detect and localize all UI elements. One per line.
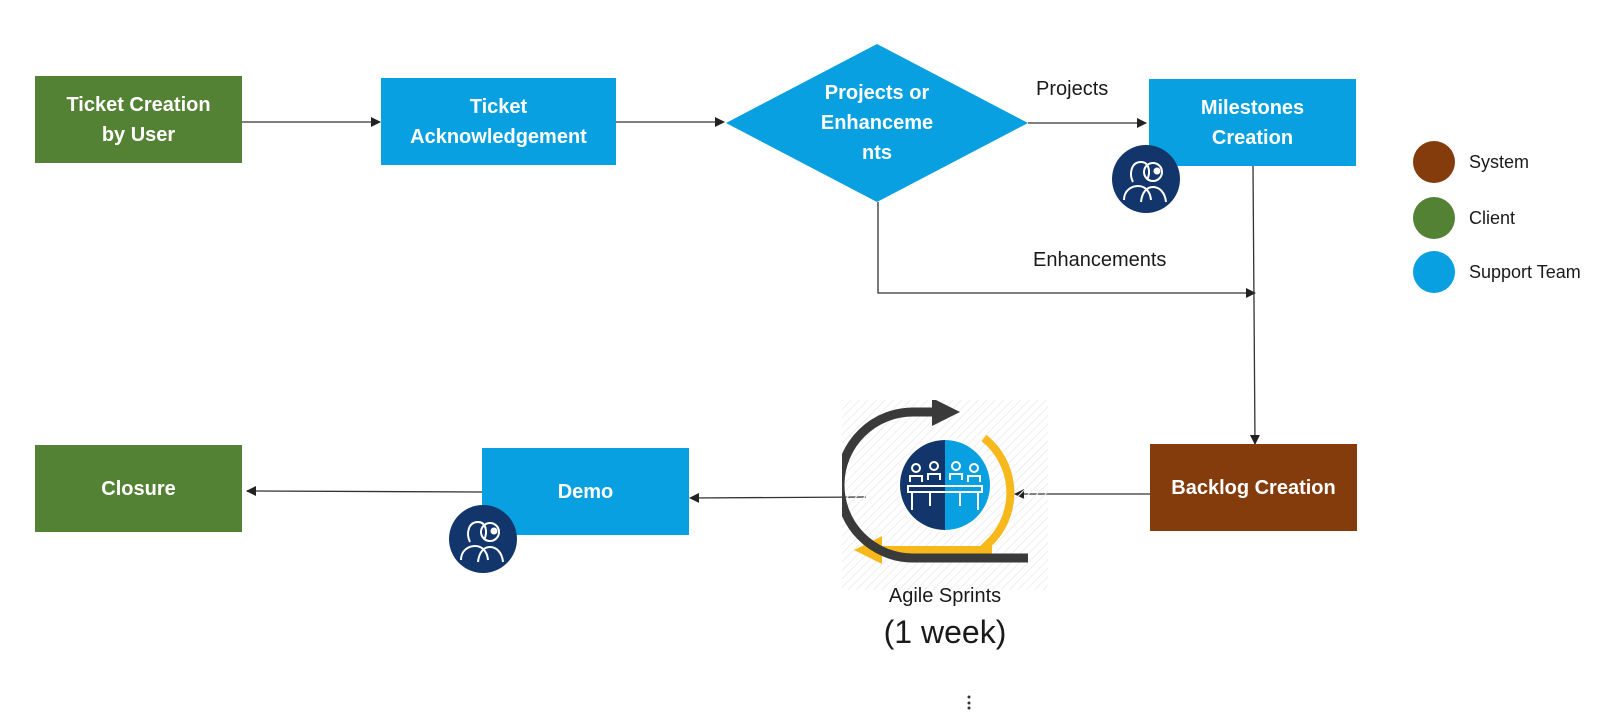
acknowledgement-line-1: Ticket (469, 95, 528, 118)
legend-item-support-team: Support Team (1413, 251, 1581, 293)
legend-swatch-client (1413, 197, 1455, 239)
support-team-avatar-icon (1112, 145, 1180, 213)
milestones-creation-node: Milestones Creation (1149, 79, 1356, 166)
closure-node: Closure (35, 445, 242, 532)
legend-item-system: System (1413, 141, 1529, 183)
legend-swatch-system (1413, 141, 1455, 183)
backlog-creation-node: Backlog Creation (1150, 444, 1357, 531)
demo-node: Demo (482, 448, 689, 535)
edge-label-projects: Projects (1036, 78, 1109, 100)
sprint-duration: (1 week) (883, 614, 1007, 650)
ticket-creation-line-2: by User (101, 123, 176, 146)
milestones-line-1: Milestones (1200, 96, 1305, 119)
projects-or-enhancements-decision: Projects or Enhanceme nts (726, 44, 1028, 202)
backlog-label: Backlog Creation (1171, 476, 1336, 499)
legend-label-client: Client (1469, 207, 1516, 228)
legend-item-client: Client (1413, 197, 1515, 239)
edge-label-enhancements: Enhancements (1033, 249, 1167, 271)
closure-label: Closure (101, 477, 176, 500)
decision-line-1: Projects or (824, 82, 930, 104)
decision-line-2: Enhanceme (820, 112, 934, 134)
arrow-sprint-to-demo (689, 492, 867, 503)
vertical-ellipsis-icon (967, 695, 971, 710)
ticket-creation-node: Ticket Creation by User (35, 76, 242, 163)
legend-label-system: System (1469, 151, 1530, 172)
arrow-demo-to-closure (246, 486, 483, 497)
agile-sprint-cycle-icon (842, 400, 1048, 590)
demo-label: Demo (557, 480, 614, 503)
support-team-avatar-icon (449, 505, 517, 573)
arrow-milestones-to-backlog (1249, 165, 1260, 445)
ticket-creation-line-1: Ticket Creation (66, 93, 211, 116)
decision-line-3: nts (862, 142, 892, 164)
arrow-decision-to-enhancements-path (877, 202, 1256, 298)
decision-diamond-shape (726, 44, 1028, 202)
ticket-acknowledgement-node: Ticket Acknowledgement (381, 78, 616, 165)
milestones-line-2: Creation (1211, 126, 1294, 149)
sprint-title: Agile Sprints (888, 585, 1002, 607)
acknowledgement-line-2: Acknowledgement (410, 125, 587, 148)
legend-swatch-support-team (1413, 251, 1455, 293)
legend-label-support-team: Support Team (1469, 261, 1581, 282)
